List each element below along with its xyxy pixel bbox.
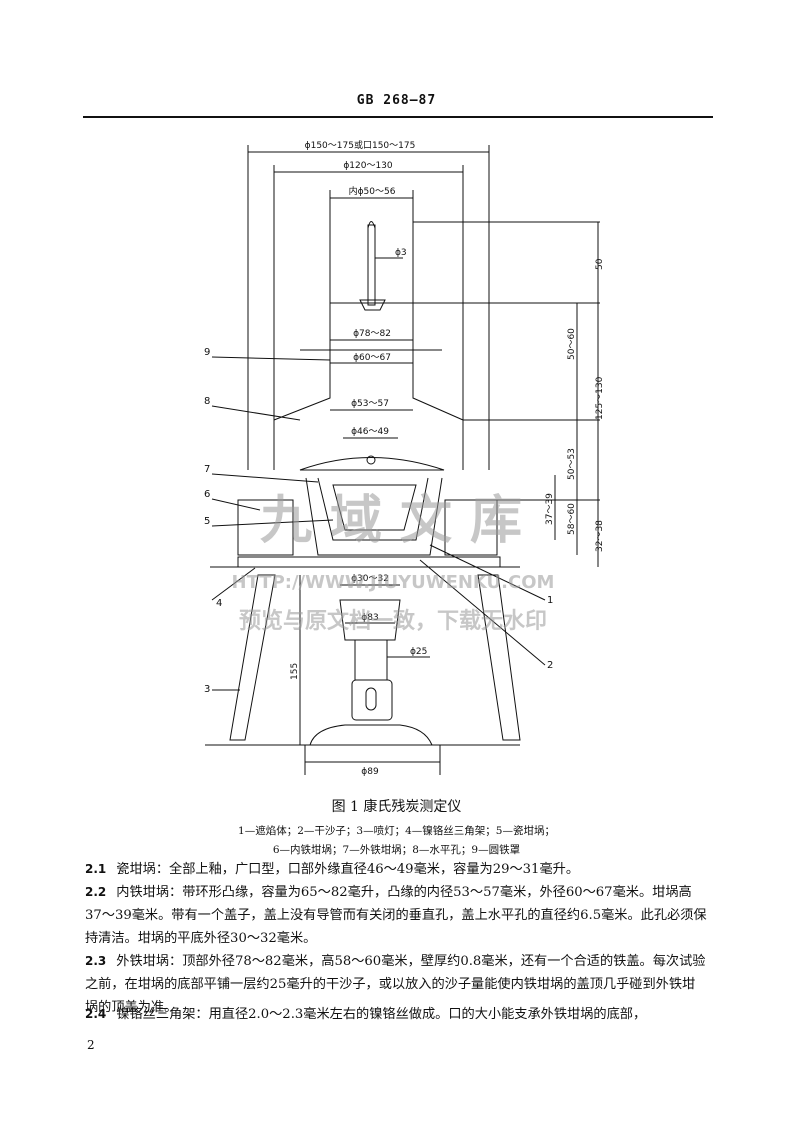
watermark-brand: 九域文库	[260, 491, 540, 551]
dim-v-37-39-label: 37～39	[545, 493, 555, 525]
paragraph-text: 镍铬丝三角架：用直径2.0～2.3毫米左右的镍铬丝做成。口的大小能支承外铁坩埚的…	[116, 1007, 647, 1022]
burner-base	[309, 724, 433, 746]
dim-v-125-130-label: 125～130	[595, 376, 605, 420]
page-number: 2	[87, 1038, 95, 1052]
dim-mid-label: ϕ120～130	[343, 161, 393, 171]
figure-legend-line1: 1—遮焰体；2—干沙子；3—喷灯；4—镍铬丝三角架；5—瓷坩埚；	[238, 825, 555, 837]
dim-v-32-38-label: 32～38	[595, 520, 605, 552]
dim-v-50-60-label: 50～60	[567, 328, 577, 360]
dim-155-label: 155	[290, 663, 300, 680]
section-number: 2.3	[85, 954, 107, 968]
dim-crucible-base-label: ϕ30～32	[351, 574, 389, 584]
section-number: 2.1	[85, 862, 107, 876]
callout-7: 7	[204, 464, 210, 475]
dim-rod-label: ϕ3	[395, 248, 407, 258]
figure-caption: 图 1 康氏残炭测定仪	[331, 799, 462, 815]
dim-inner-label: 内ϕ50～56	[349, 185, 396, 197]
figure-legend-line2: 6—内铁坩埚；7—外铁坩埚；8—水平孔；9—圆铁罩	[272, 844, 521, 856]
dim-v-50-53-label: 50～53	[567, 448, 577, 480]
dim-burner-tube-label: ϕ25	[410, 647, 427, 657]
base-plate	[237, 556, 501, 568]
paragraph-text: 内铁坩埚：带环形凸缘，容量为65～82毫升，凸缘的内径53～57毫米，外径60～…	[85, 885, 707, 946]
header-rule	[83, 116, 713, 118]
paragraph-text: 外铁坩埚：顶部外径78～82毫米，高58～60毫米，壁厚约0.8毫米，还有一个合…	[85, 954, 706, 1015]
page-header: GB 268—87	[356, 93, 437, 108]
dim-v-58-60-label: 58～60	[567, 503, 577, 535]
callout-4: 4	[216, 598, 222, 609]
leg-left	[229, 574, 276, 741]
callout-2: 2	[547, 660, 553, 671]
callout-5: 5	[204, 516, 210, 527]
dim-neck-label: ϕ60～67	[353, 353, 391, 363]
rod-body	[367, 224, 376, 306]
dim-crucible-top-label: ϕ46～49	[351, 427, 389, 437]
dim-cone-label: ϕ53～57	[351, 399, 389, 409]
watermark-slogan: 预览与原文档一致，下载无水印	[239, 608, 547, 634]
section-number: 2.4	[85, 1007, 107, 1021]
dim-base-label: ϕ89	[361, 767, 379, 777]
conradson-apparatus-figure: ϕ150～175或口150～175 ϕ120～130 内ϕ50～56 ϕ3 ϕ7…	[204, 139, 605, 777]
block-left	[237, 499, 294, 556]
callout-9: 9	[204, 347, 210, 358]
callout-1: 1	[547, 595, 553, 606]
paragraph-text: 瓷坩埚：全部上釉，广口型，口部外缘直径46～49毫米，容量为29～31毫升。	[116, 862, 580, 877]
dim-lid-label: ϕ78～82	[353, 329, 391, 339]
dim-v-50-label: 50	[595, 258, 605, 270]
paragraph-2-4: 2.4 镍铬丝三角架：用直径2.0～2.3毫米左右的镍铬丝做成。口的大小能支承外铁…	[85, 1003, 707, 1026]
block-right	[444, 499, 498, 556]
watermark-url: HTTP://WWW.JIUYUWENKU.COM	[232, 572, 555, 593]
callout-3: 3	[204, 684, 210, 695]
paragraph-2-1: 2.1 瓷坩埚：全部上釉，广口型，口部外缘直径46～49毫米，容量为29～31毫升…	[85, 858, 707, 881]
callout-8: 8	[204, 396, 210, 407]
section-number: 2.2	[85, 885, 107, 899]
leg-right	[477, 574, 521, 741]
callout-6: 6	[204, 489, 210, 500]
dim-outer-label: ϕ150～175或口150～175	[305, 139, 416, 151]
dim-burner-label: ϕ83	[361, 613, 378, 623]
